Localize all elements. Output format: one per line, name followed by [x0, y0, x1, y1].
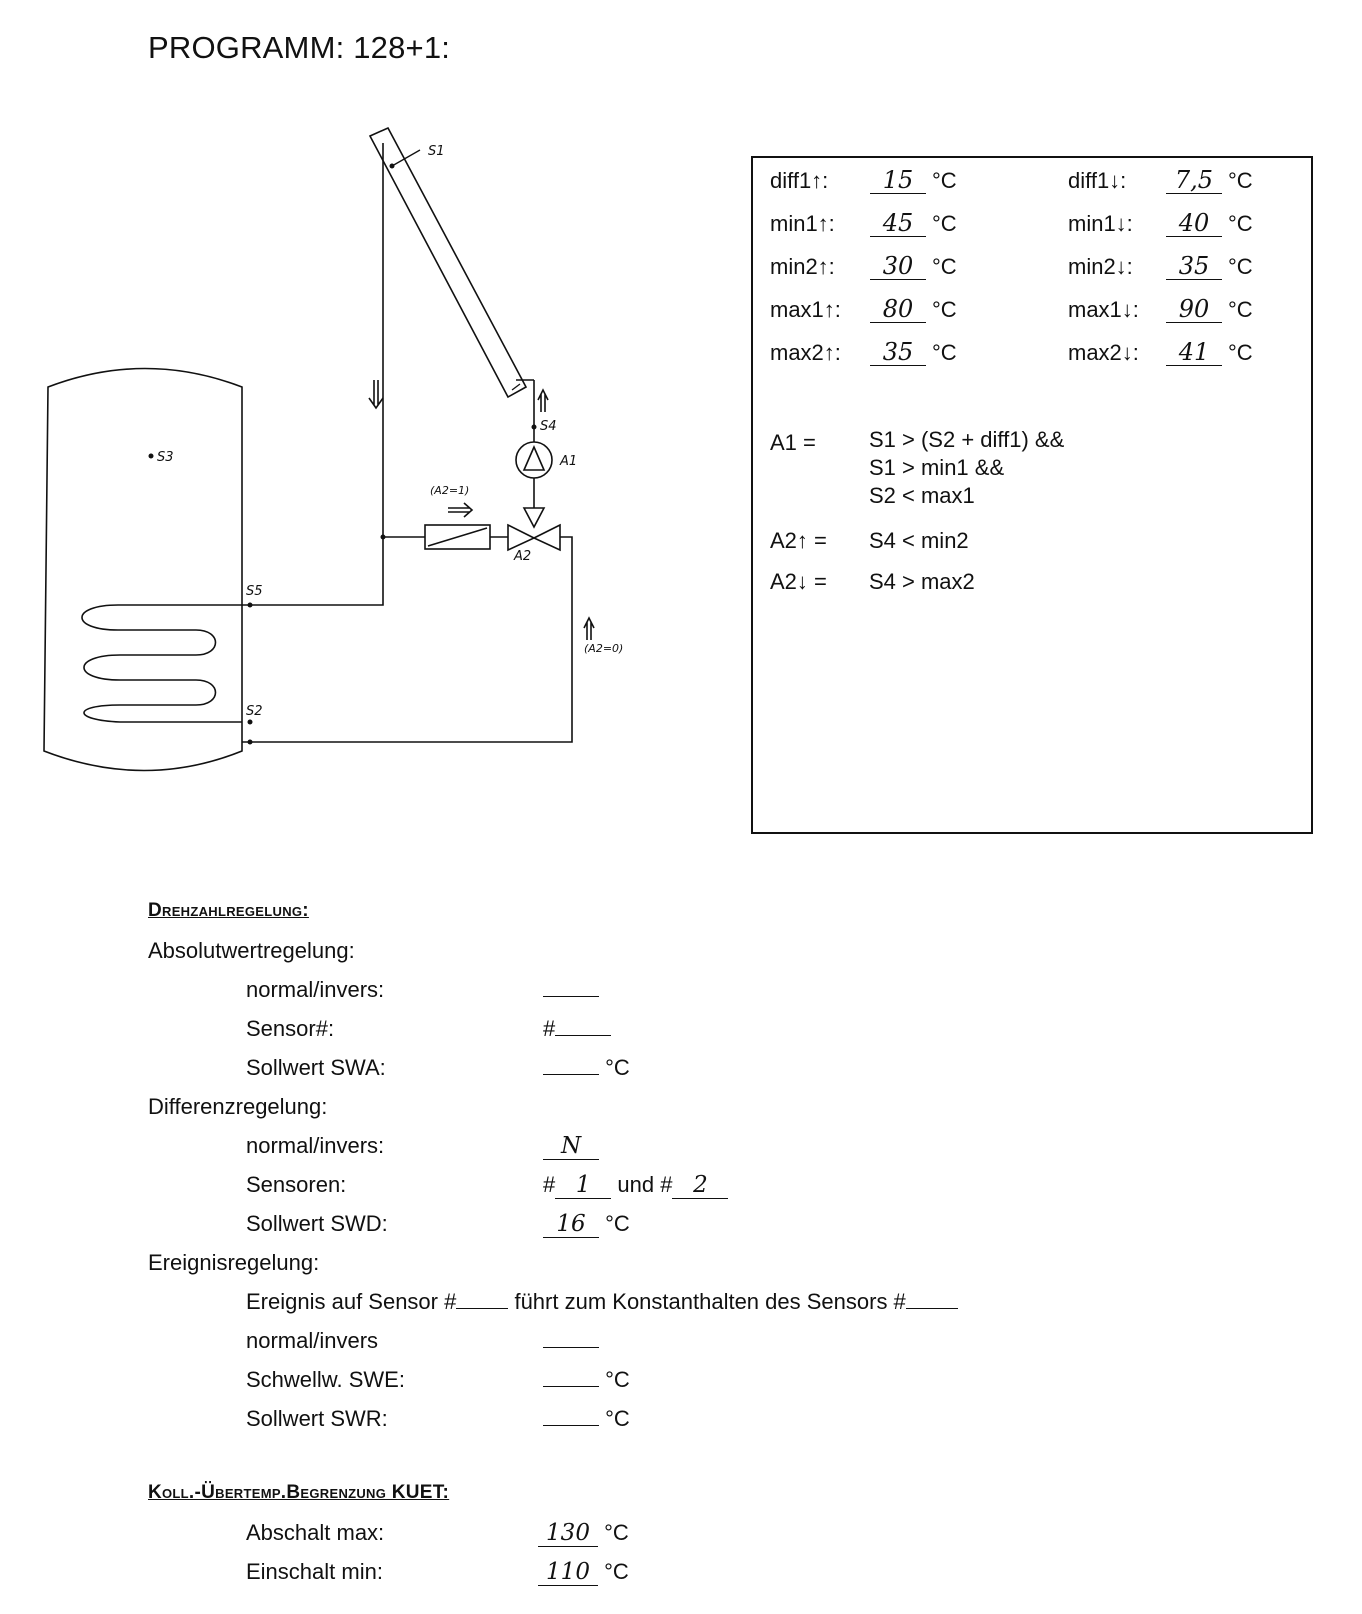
ereignis-normal-label: normal/invers [246, 1328, 379, 1353]
param-left-label-2: min1↑: [770, 211, 835, 236]
a2-down-label: A2↓ = [770, 569, 827, 594]
param-right-field-2[interactable]: 40°C [1166, 209, 1253, 239]
label-a2-1: (A2=1) [430, 484, 469, 497]
param-right-label-4: max1↓: [1068, 297, 1139, 322]
a2-up-label: A2↑ = [770, 528, 827, 553]
label-a2-0: (A2=0) [584, 642, 623, 655]
param-right-field-5[interactable]: 41°C [1166, 338, 1253, 368]
param-left-field-5[interactable]: 35°C [870, 338, 957, 368]
label-s4: S4 [540, 419, 557, 434]
abschalt-label: Abschalt max: [246, 1520, 385, 1545]
param-left-label-1: diff1↑: [770, 168, 829, 193]
a2-down-expression: S4 > max2 [869, 569, 975, 594]
differenz-sensoren-label: Sensoren: [246, 1172, 347, 1197]
check-valve [522, 507, 546, 529]
ereignis-schwell-field[interactable]: °C [543, 1365, 630, 1395]
absolut-sollwert-label: Sollwert SWA: [246, 1055, 386, 1080]
a1-label: A1 = [770, 430, 816, 455]
ereignis-sollwert-field[interactable]: °C [543, 1404, 630, 1434]
param-left-label-5: max2↑: [770, 340, 841, 365]
param-right-field-4[interactable]: 90°C [1166, 295, 1253, 325]
solar-collector [368, 126, 528, 399]
einschalt-field[interactable]: 110 °C [538, 1557, 629, 1587]
differenz-normal-field[interactable]: N [543, 1131, 599, 1161]
absolut-label: Absolutwertregelung: [148, 938, 355, 963]
absolut-sollwert-field[interactable]: °C [543, 1053, 630, 1083]
param-right-label-2: min1↓: [1068, 211, 1133, 236]
three-way-valve [507, 523, 536, 552]
differenz-sensoren-field[interactable]: #1 und #2 [543, 1170, 729, 1200]
label-a2: A2 [513, 549, 531, 564]
abschalt-field[interactable]: 130 °C [538, 1518, 629, 1548]
ereignis-schwell-label: Schwellw. SWE: [246, 1367, 405, 1392]
ereignis-label: Ereignisregelung: [148, 1250, 320, 1275]
param-right-label-5: max2↓: [1068, 340, 1139, 365]
section-heading-drehzahl: Drehzahlregelung: [148, 900, 309, 921]
a1-expression: S1 > (S2 + diff1) && S1 > min1 && S2 < m… [869, 426, 1064, 510]
absolut-normal-field[interactable] [543, 975, 599, 1005]
differenz-normal-label: normal/invers: [246, 1133, 385, 1158]
param-right-label-1: diff1↓: [1068, 168, 1127, 193]
param-left-field-3[interactable]: 30°C [870, 252, 957, 282]
heat-coil [81, 604, 242, 723]
label-s2: S2 [246, 704, 263, 719]
differenz-sollwert-label: Sollwert SWD: [246, 1211, 388, 1236]
einschalt-label: Einschalt min: [246, 1559, 383, 1584]
param-left-label-3: min2↑: [770, 254, 835, 279]
param-right-label-3: min2↓: [1068, 254, 1133, 279]
hydraulic-diagram: S1 S3 S4 A1 A2 S5 S2 (A2=1) (A2=0) [43, 126, 623, 772]
storage-tank [43, 367, 243, 772]
a1-line-3: S2 < max1 [869, 483, 975, 508]
ereignis-sollwert-label: Sollwert SWR: [246, 1406, 388, 1431]
absolut-sensor-label: Sensor#: [246, 1016, 335, 1041]
a1-line-1: S1 > (S2 + diff1) && [869, 427, 1065, 452]
parameter-box: diff1↑: 15°C diff1↓: 7,5°C min1↑: 45°C min1↓: 4… [751, 156, 1313, 834]
ereignis-sentence: Ereignis auf Sensor # führt zum Konstant… [246, 1287, 958, 1317]
differenz-sollwert-field[interactable]: 16 °C [543, 1209, 630, 1239]
ereignis-sensor-b-field[interactable] [905, 1308, 958, 1309]
param-left-field-1[interactable]: 15°C [870, 166, 957, 196]
label-s1: S1 [428, 144, 445, 159]
label-s5: S5 [246, 584, 263, 599]
a2-up-expression: S4 < min2 [869, 528, 969, 553]
label-s3: S3 [157, 450, 174, 465]
ereignis-normal-field[interactable] [543, 1326, 599, 1356]
label-a1: A1 [559, 454, 577, 469]
page-title: PROGRAMM: 128+1: [148, 30, 451, 65]
param-left-label-4: max1↑: [770, 297, 841, 322]
param-right-field-1[interactable]: 7,5°C [1166, 166, 1253, 196]
param-right-field-3[interactable]: 35°C [1166, 252, 1253, 282]
absolut-normal-label: normal/invers: [246, 977, 385, 1002]
a1-line-2: S1 > min1 && [869, 455, 1005, 480]
flow-line [242, 143, 384, 606]
section-heading-kuet: Koll.-Übertemp.Begrenzung KUET: [148, 1482, 450, 1503]
param-left-field-4[interactable]: 80°C [870, 295, 957, 325]
differenz-label: Differenzregelung: [148, 1094, 328, 1119]
ereignis-sensor-a-field[interactable] [456, 1308, 509, 1309]
absolut-sensor-field[interactable]: # [543, 1014, 612, 1044]
param-left-field-2[interactable]: 45°C [870, 209, 957, 239]
